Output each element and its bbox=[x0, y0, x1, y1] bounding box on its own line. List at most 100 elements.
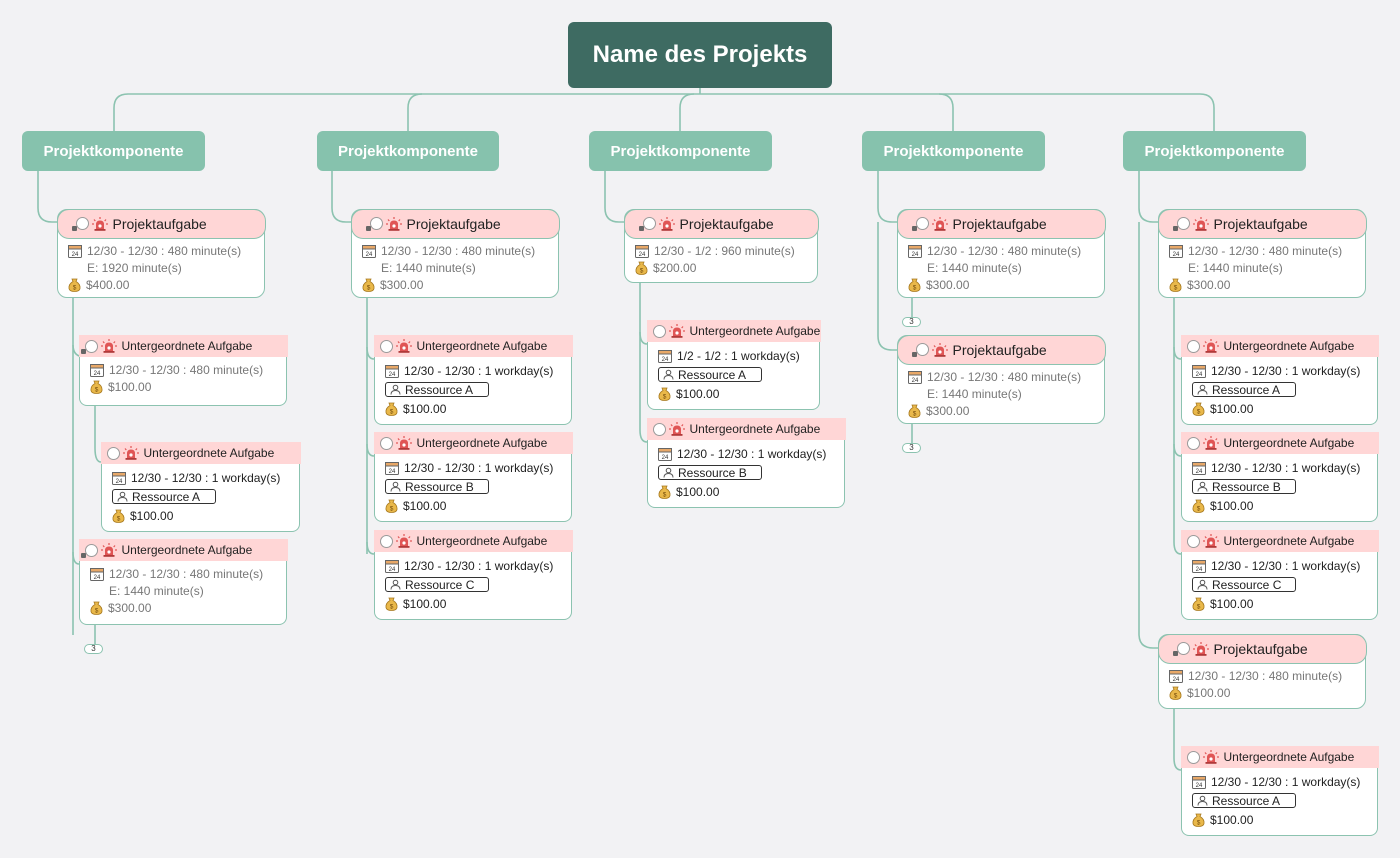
resource-tag[interactable]: Ressource A bbox=[658, 367, 762, 382]
progress-circle-icon[interactable] bbox=[365, 217, 383, 231]
component-2[interactable]: Projektkomponente bbox=[317, 131, 499, 171]
progress-circle-icon[interactable] bbox=[379, 436, 393, 450]
card-header[interactable]: Projektaufgabe bbox=[1157, 208, 1367, 239]
cost-row: $$100.00 bbox=[1192, 594, 1367, 613]
progress-circle-icon[interactable] bbox=[652, 422, 666, 436]
card-header[interactable]: Projektaufgabe bbox=[1157, 633, 1367, 664]
resource-row: Ressource B bbox=[385, 477, 561, 496]
calendar-icon: 24 bbox=[1192, 461, 1206, 475]
card-header[interactable]: Untergeordnete Aufgabe bbox=[373, 530, 573, 552]
progress-circle-icon[interactable] bbox=[1172, 642, 1190, 656]
card-line-text: 12/30 - 12/30 : 480 minute(s) bbox=[109, 566, 264, 581]
progress-circle-icon[interactable] bbox=[652, 324, 666, 338]
root-topic[interactable]: Name des Projekts bbox=[568, 22, 832, 88]
resource-tag[interactable]: Ressource B bbox=[385, 479, 489, 494]
card-header[interactable]: Untergeordnete Aufgabe bbox=[1180, 530, 1379, 552]
collapsed-count-badge[interactable]: 3 bbox=[84, 644, 103, 654]
progress-circle-icon[interactable] bbox=[379, 339, 393, 353]
collapsed-count-badge[interactable]: 3 bbox=[902, 443, 921, 453]
resource-tag[interactable]: Ressource A bbox=[1192, 382, 1296, 397]
component-4[interactable]: Projektkomponente bbox=[862, 131, 1045, 171]
card-header[interactable]: Untergeordnete Aufgabe bbox=[1180, 746, 1379, 768]
progress-circle-icon[interactable] bbox=[80, 339, 98, 354]
card-header[interactable]: Untergeordnete Aufgabe bbox=[1180, 335, 1379, 357]
progress-circle-icon[interactable] bbox=[638, 217, 656, 231]
progress-circle-icon[interactable] bbox=[71, 217, 89, 231]
component-3[interactable]: Projektkomponente bbox=[589, 131, 772, 171]
card-header[interactable]: Projektaufgabe bbox=[896, 334, 1106, 365]
calendar-icon: 24 bbox=[68, 244, 82, 258]
card-header[interactable]: Untergeordnete Aufgabe bbox=[646, 320, 821, 342]
progress-circle-icon[interactable] bbox=[1186, 436, 1200, 450]
resource-tag[interactable]: Ressource B bbox=[658, 465, 762, 480]
cost-row: $$100.00 bbox=[658, 482, 834, 501]
component-label: Projektkomponente bbox=[43, 142, 184, 160]
progress-circle-icon[interactable] bbox=[80, 543, 98, 558]
resource-tag[interactable]: Ressource B bbox=[1192, 479, 1296, 494]
money-icon: $ bbox=[1169, 686, 1182, 700]
card-header[interactable]: Untergeordnete Aufgabe bbox=[373, 335, 573, 357]
progress-circle-icon[interactable] bbox=[1186, 750, 1200, 764]
resource-tag[interactable]: Ressource C bbox=[385, 577, 489, 592]
progress-circle-icon[interactable] bbox=[1172, 217, 1190, 231]
card-header[interactable]: Projektaufgabe bbox=[623, 208, 819, 239]
card-header[interactable]: Untergeordnete Aufgabe bbox=[1180, 432, 1379, 454]
resource-tag[interactable]: Ressource A bbox=[385, 382, 489, 397]
alarm-icon bbox=[1202, 534, 1219, 548]
effort-row: E: 1440 minute(s) bbox=[908, 386, 1094, 403]
progress-circle-icon[interactable] bbox=[911, 217, 929, 231]
progress-circle-icon[interactable] bbox=[1186, 339, 1200, 353]
card-header[interactable]: Projektaufgabe bbox=[896, 208, 1106, 239]
card-line-text: $300.00 bbox=[926, 278, 970, 292]
card-header[interactable]: Projektaufgabe bbox=[56, 208, 266, 239]
card-header[interactable]: Untergeordnete Aufgabe bbox=[78, 335, 288, 357]
progress-circle-icon[interactable] bbox=[1186, 534, 1200, 548]
resource-tag[interactable]: Ressource C bbox=[1192, 577, 1296, 592]
calendar-icon: 24 bbox=[385, 461, 399, 475]
money-icon: $ bbox=[90, 601, 103, 615]
card-header[interactable]: Untergeordnete Aufgabe bbox=[646, 418, 846, 440]
connector-line bbox=[938, 93, 954, 131]
resource-row: Ressource A bbox=[1192, 791, 1367, 810]
progress-circle-icon[interactable] bbox=[106, 446, 120, 460]
progress-circle-icon[interactable] bbox=[911, 343, 929, 357]
cost-row: $$300.00 bbox=[362, 277, 548, 294]
resource-tag[interactable]: Ressource A bbox=[1192, 793, 1296, 808]
collapsed-count-badge[interactable]: 3 bbox=[902, 317, 921, 327]
money-icon: $ bbox=[908, 278, 921, 292]
resource-tag[interactable]: Ressource A bbox=[112, 489, 216, 504]
component-5[interactable]: Projektkomponente bbox=[1123, 131, 1306, 171]
component-1[interactable]: Projektkomponente bbox=[22, 131, 205, 171]
card-header[interactable]: Untergeordnete Aufgabe bbox=[78, 539, 288, 561]
card-header[interactable]: Untergeordnete Aufgabe bbox=[100, 442, 301, 464]
svg-text:$: $ bbox=[390, 603, 394, 610]
card-header[interactable]: Projektaufgabe bbox=[350, 208, 560, 239]
card-header[interactable]: Untergeordnete Aufgabe bbox=[373, 432, 573, 454]
card-title: Projektaufgabe bbox=[1213, 215, 1308, 232]
progress-circle-icon[interactable] bbox=[379, 534, 393, 548]
money-icon: $ bbox=[1192, 597, 1205, 611]
alarm-icon bbox=[931, 342, 948, 357]
card-line-text: $100.00 bbox=[676, 484, 720, 499]
